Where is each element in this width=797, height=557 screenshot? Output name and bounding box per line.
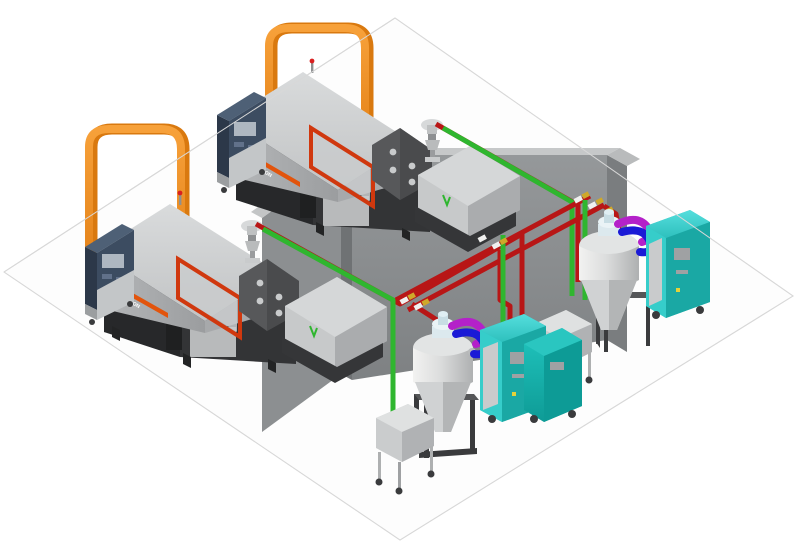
partition-wall-front bbox=[627, 166, 797, 460]
hmi-screen-rear[interactable] bbox=[234, 122, 256, 136]
dryer-control-panel-rear[interactable] bbox=[674, 248, 690, 260]
material-bin-trolley-front[interactable] bbox=[375, 404, 435, 495]
pipe-main-return-upper bbox=[394, 193, 592, 303]
water-manifold-rear bbox=[421, 119, 443, 162]
clamping-unit-rear bbox=[372, 128, 520, 252]
injection-moulding-machine-front[interactable]: ELEKTRON NETSTAL bbox=[85, 123, 387, 383]
clamping-unit-front bbox=[239, 259, 387, 383]
floor-outline bbox=[3, 17, 794, 541]
dryer-control-panel-front[interactable] bbox=[510, 352, 526, 364]
material-loader-arm-front bbox=[85, 123, 190, 296]
pipe-supply-front-run bbox=[261, 226, 396, 430]
hopper-dryer-front bbox=[413, 311, 476, 432]
material-loader-arm-rear bbox=[265, 22, 374, 169]
dryer-group-front[interactable] bbox=[375, 311, 583, 495]
desiccant-dryer-cabinet-rear[interactable] bbox=[646, 210, 710, 319]
pipe-main-return-lower bbox=[406, 202, 606, 313]
chiller-unit-front[interactable] bbox=[524, 328, 582, 423]
signal-light-front bbox=[177, 190, 183, 205]
operator-control-cabinet-front[interactable] bbox=[85, 224, 134, 325]
chiller-control-panel[interactable] bbox=[550, 362, 564, 370]
hopper-dryer-rear bbox=[579, 209, 639, 330]
pipe-valve-fittings bbox=[399, 191, 614, 325]
safety-door-frame-front[interactable] bbox=[176, 255, 242, 341]
injection-moulding-machine-rear[interactable]: ELEKTRON NETSTAL bbox=[217, 22, 520, 252]
signal-light-rear bbox=[309, 58, 315, 73]
safety-door-frame-rear[interactable] bbox=[309, 124, 375, 210]
operator-control-cabinet-rear[interactable] bbox=[217, 92, 266, 193]
pipe-supply-rear-run bbox=[441, 125, 575, 296]
hmi-screen-front[interactable] bbox=[102, 254, 124, 268]
